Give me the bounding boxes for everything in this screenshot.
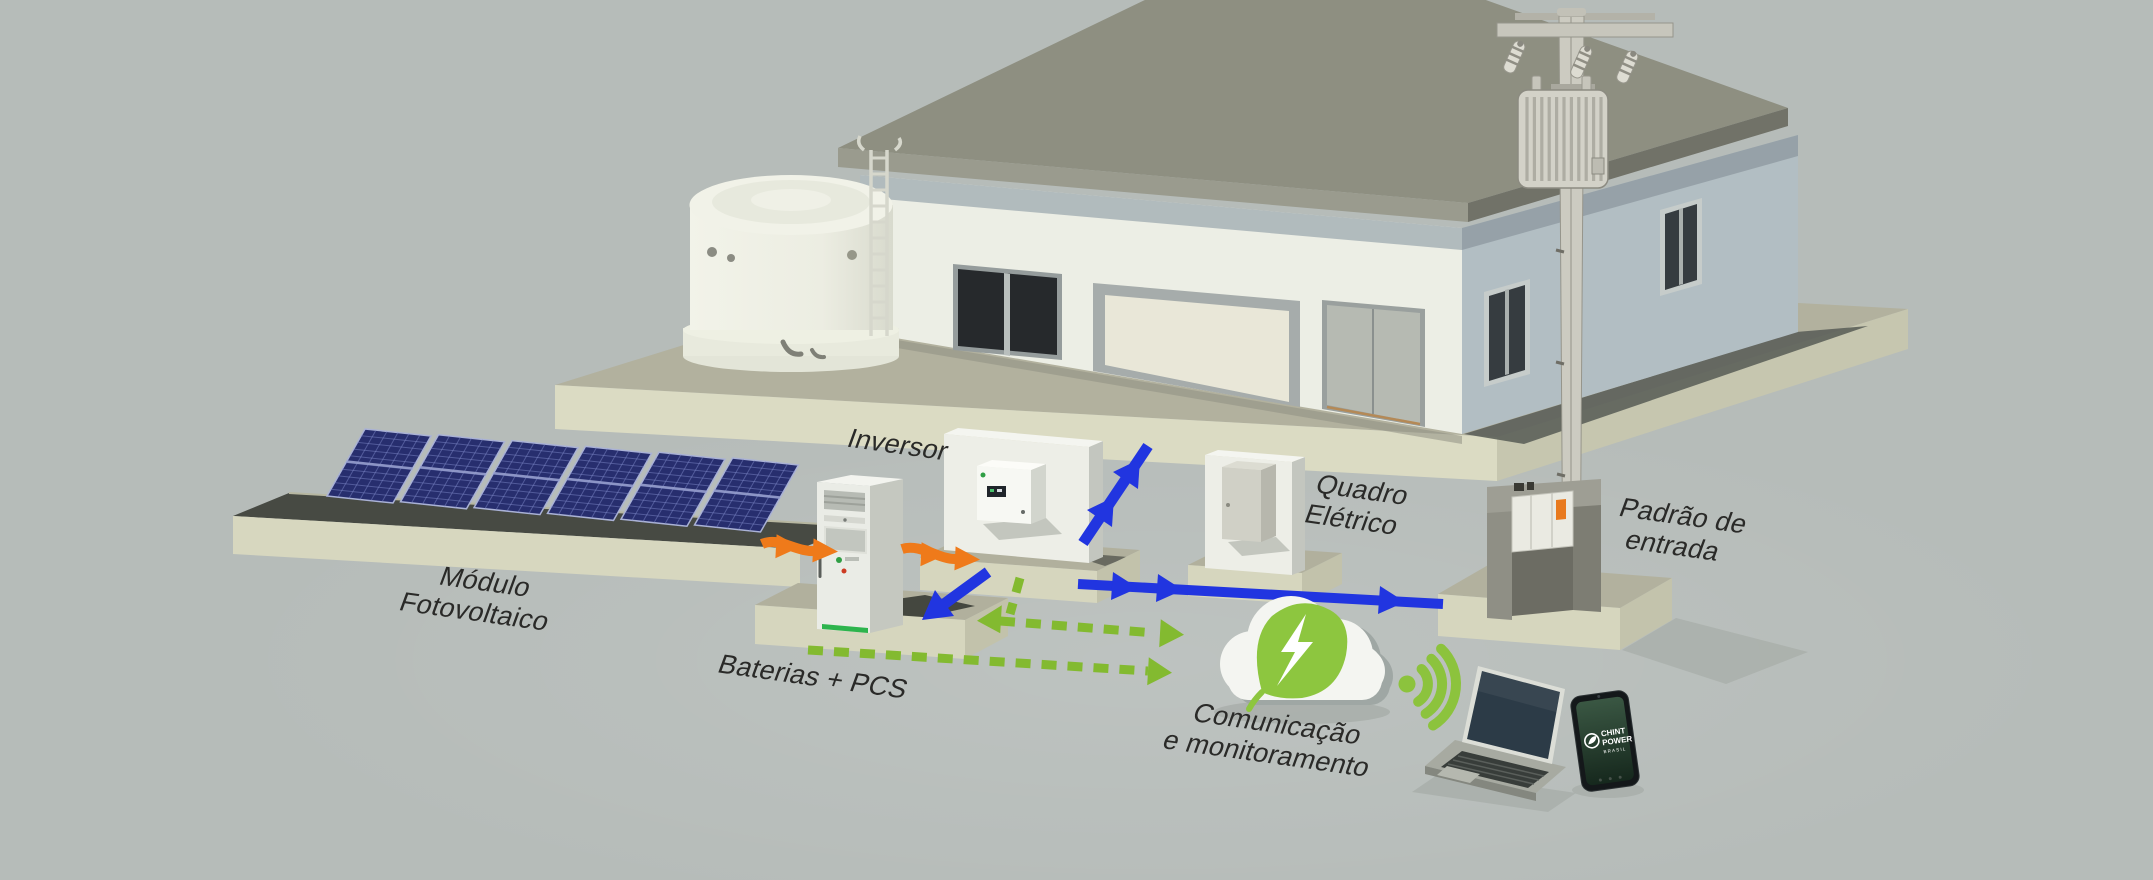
entry-door bbox=[1322, 300, 1425, 427]
wifi-signal-icon bbox=[1398, 643, 1462, 731]
pole-transformer bbox=[1517, 75, 1609, 189]
arrow-inverter-cloud bbox=[977, 576, 1184, 648]
arrow-inverter-to-house bbox=[1078, 442, 1153, 547]
side-window-1 bbox=[1484, 279, 1530, 387]
arrow-inverter-to-entrance bbox=[1077, 572, 1444, 614]
laptop bbox=[1412, 666, 1576, 812]
pv-panels bbox=[325, 428, 800, 533]
battery-cabinet bbox=[817, 475, 903, 633]
house bbox=[838, 0, 1798, 434]
tank-ladder bbox=[856, 135, 903, 336]
utility-pole bbox=[1496, 8, 1674, 603]
arrow-pv-to-battery bbox=[759, 534, 838, 563]
phone-logo-line2: POWER bbox=[1602, 734, 1633, 747]
phone-logo: CHINT POWER BRASIL bbox=[1584, 726, 1633, 754]
arrow-battery-to-inverter bbox=[900, 542, 980, 571]
garage-door bbox=[1093, 283, 1300, 407]
solar-array bbox=[233, 428, 857, 587]
water-tank bbox=[683, 175, 899, 372]
phone-logo-line1: CHINT bbox=[1600, 726, 1626, 738]
phone-logo-line3: BRASIL bbox=[1603, 746, 1627, 754]
cloud-leaf-energy-icon bbox=[1246, 603, 1348, 712]
chint-leaf-logo bbox=[836, 557, 842, 563]
side-window-2 bbox=[1660, 198, 1702, 296]
monitoring-cloud bbox=[1214, 596, 1393, 724]
arrow-battery-to-cloud bbox=[807, 645, 1172, 686]
electrical-panel-box bbox=[1222, 461, 1290, 556]
service-entrance bbox=[1438, 479, 1808, 684]
phone: CHINT POWER BRASIL bbox=[1570, 690, 1644, 798]
fuse-cutouts bbox=[1503, 40, 1639, 84]
energy-meter-box bbox=[1511, 490, 1574, 553]
front-window bbox=[953, 264, 1062, 360]
arrow-inverter-to-battery bbox=[922, 567, 992, 620]
inverter-device bbox=[977, 460, 1062, 540]
